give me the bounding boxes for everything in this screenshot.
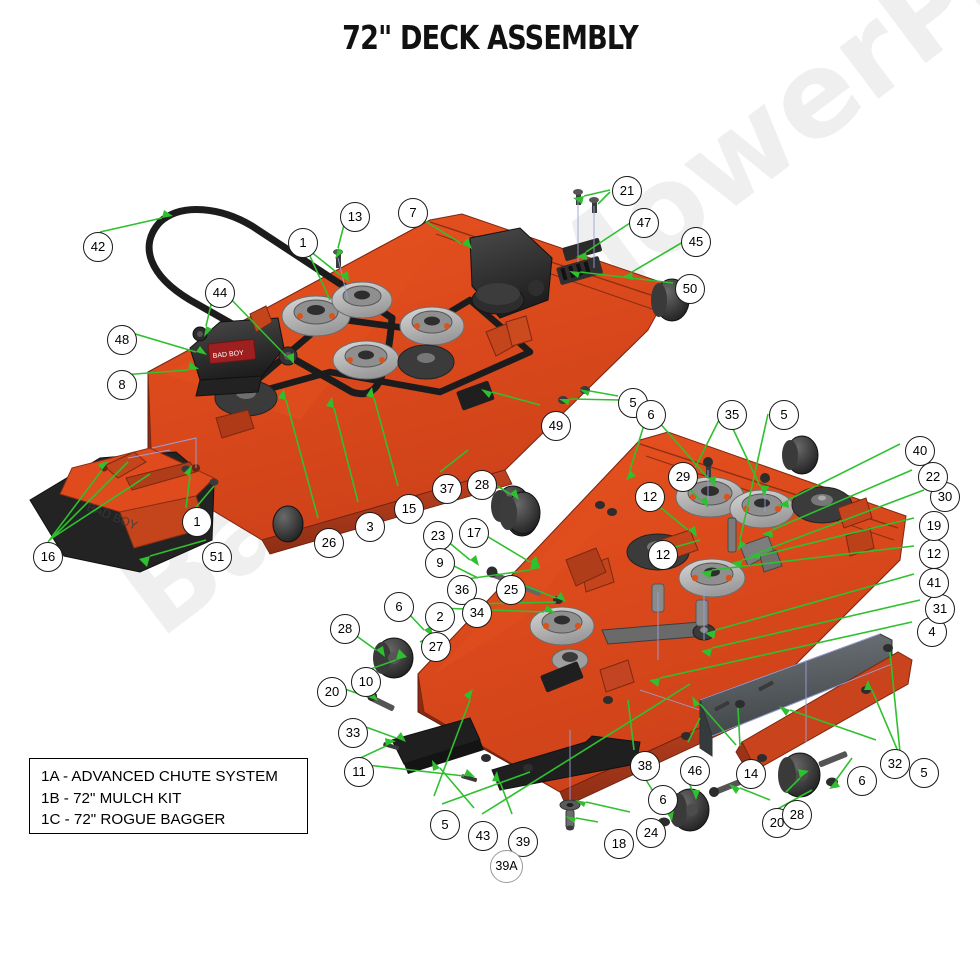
callout-44[interactable]: 44	[205, 278, 235, 308]
callout-13[interactable]: 13	[340, 202, 370, 232]
callout-17[interactable]: 17	[459, 518, 489, 548]
callout-6[interactable]: 6	[636, 400, 666, 430]
svg-text:BAD BOY: BAD BOY	[212, 350, 244, 360]
callout-48[interactable]: 48	[107, 325, 137, 355]
callout-5[interactable]: 5	[909, 758, 939, 788]
callout-1[interactable]: 1	[182, 507, 212, 537]
callout-9[interactable]: 9	[425, 548, 455, 578]
callout-5[interactable]: 5	[769, 400, 799, 430]
legend-line-1a: 1A - ADVANCED CHUTE SYSTEM	[41, 768, 278, 785]
callout-24[interactable]: 24	[636, 818, 666, 848]
callout-37[interactable]: 37	[432, 474, 462, 504]
callout-29[interactable]: 29	[668, 462, 698, 492]
callout-5[interactable]: 5	[430, 810, 460, 840]
callout-39A[interactable]: 39A	[490, 850, 523, 883]
callout-46[interactable]: 46	[680, 756, 710, 786]
callout-6[interactable]: 6	[384, 592, 414, 622]
callout-33[interactable]: 33	[338, 718, 368, 748]
callout-20[interactable]: 20	[762, 808, 792, 838]
callout-39[interactable]: 39	[508, 827, 538, 857]
callout-14[interactable]: 14	[736, 759, 766, 789]
callout-35[interactable]: 35	[717, 400, 747, 430]
right-deck-assembly	[417, 431, 907, 807]
callout-28[interactable]: 28	[330, 614, 360, 644]
callout-12[interactable]: 12	[648, 540, 678, 570]
callout-1[interactable]: 1	[288, 228, 318, 258]
callout-41[interactable]: 41	[919, 568, 949, 598]
callout-6[interactable]: 6	[847, 766, 877, 796]
callout-8[interactable]: 8	[107, 370, 137, 400]
legend-line-1b: 1B - 72" MULCH KIT	[41, 789, 182, 807]
callout-27[interactable]: 27	[421, 632, 451, 662]
callout-26[interactable]: 26	[314, 528, 344, 558]
callout-32[interactable]: 32	[880, 749, 910, 779]
callout-49[interactable]: 49	[541, 411, 571, 441]
callout-19[interactable]: 19	[919, 511, 949, 541]
callout-42[interactable]: 42	[83, 232, 113, 262]
callout-2[interactable]: 2	[425, 602, 455, 632]
callout-23[interactable]: 23	[423, 521, 453, 551]
callout-7[interactable]: 7	[398, 198, 428, 228]
callout-16[interactable]: 16	[33, 542, 63, 572]
callout-25[interactable]: 25	[496, 575, 526, 605]
callout-31[interactable]: 31	[925, 594, 955, 624]
leader-lines	[47, 189, 925, 823]
callout-28[interactable]: 28	[467, 470, 497, 500]
callout-38[interactable]: 38	[630, 751, 660, 781]
callout-40[interactable]: 40	[905, 436, 935, 466]
callout-6[interactable]: 6	[648, 785, 678, 815]
page-title: 72" DECK ASSEMBLY	[342, 18, 639, 57]
left-deck-pulleys	[214, 281, 465, 417]
callout-34[interactable]: 34	[462, 598, 492, 628]
legend-box: 1A - ADVANCED CHUTE SYSTEM 1B - 72" MULC…	[29, 758, 308, 834]
callout-20[interactable]: 20	[317, 677, 347, 707]
callout-3[interactable]: 3	[355, 512, 385, 542]
legend-line-1c: 1C - 72" ROGUE BAGGER	[41, 811, 226, 828]
callout-10[interactable]: 10	[351, 667, 381, 697]
callout-22[interactable]: 22	[918, 462, 948, 492]
callout-45[interactable]: 45	[681, 227, 711, 257]
callout-47[interactable]: 47	[629, 208, 659, 238]
callout-28[interactable]: 28	[782, 800, 812, 830]
callout-15[interactable]: 15	[394, 494, 424, 524]
callout-12[interactable]: 12	[919, 539, 949, 569]
callout-21[interactable]: 21	[612, 176, 642, 206]
callout-12[interactable]: 12	[635, 482, 665, 512]
left-deck-assembly: BAD BOY	[145, 189, 690, 555]
callout-18[interactable]: 18	[604, 829, 634, 859]
callout-50[interactable]: 50	[675, 274, 705, 304]
callout-11[interactable]: 11	[344, 757, 374, 787]
callout-51[interactable]: 51	[202, 542, 232, 572]
left-deck-rollers	[272, 278, 690, 543]
callout-43[interactable]: 43	[468, 821, 498, 851]
